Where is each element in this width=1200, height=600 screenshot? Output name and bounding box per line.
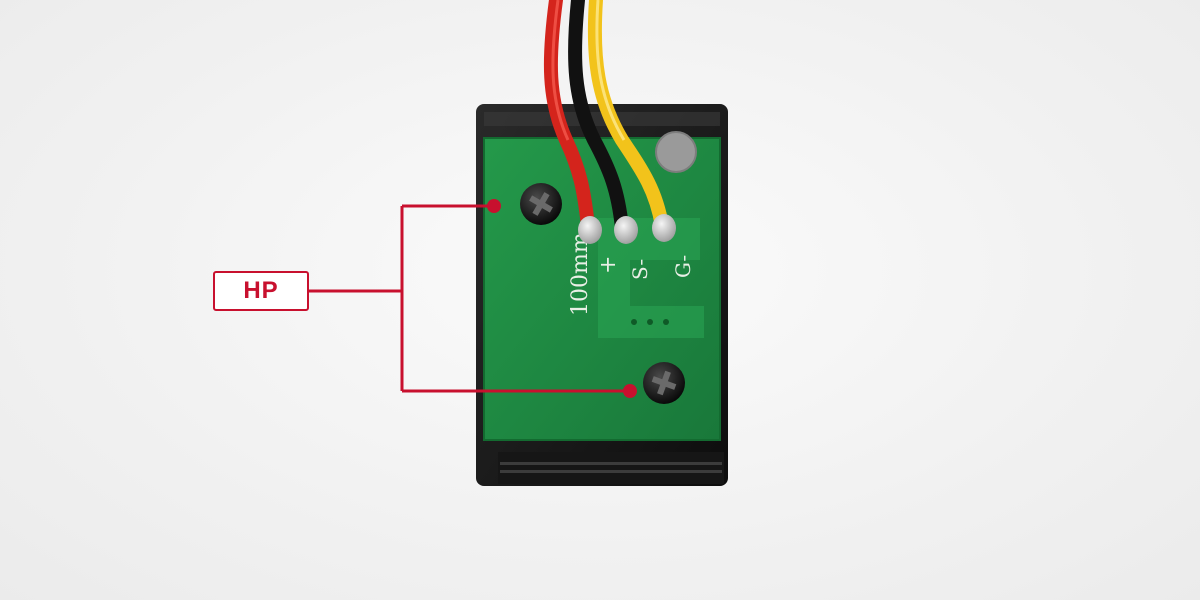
green-pcb: [483, 131, 721, 441]
hp-callout-lines: [309, 199, 637, 398]
pin-s-label: S-: [628, 259, 652, 280]
hp-callout-label: HP: [213, 271, 309, 311]
pin-plus-label: +: [596, 256, 621, 274]
pin-g-label: G-: [671, 255, 695, 278]
mounting-screw-top: [520, 183, 562, 225]
callout-dot-bottom: [623, 384, 637, 398]
callout-dot-top: [487, 199, 501, 213]
solder-joints: [578, 214, 676, 244]
length-marking: 100mm: [568, 232, 593, 316]
sensor-wires: [543, 0, 669, 235]
mounting-screw-bottom: [643, 362, 685, 404]
